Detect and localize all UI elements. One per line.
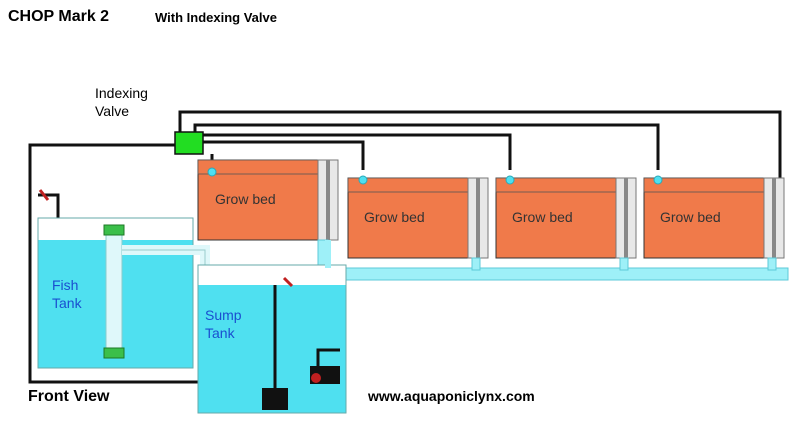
fish-tank-valve: [38, 189, 50, 201]
pipe-to-bed-4: [178, 110, 782, 178]
grow-bed-4: Grow bed: [643, 177, 785, 259]
nozzle-bed-4: [653, 175, 663, 185]
indexing-valve-label-line1: Indexing: [95, 85, 148, 101]
indexing-valve-label-line2: Valve: [95, 103, 129, 119]
pump-feed-pipe: [28, 143, 275, 384]
sump-tank: Sump Tank: [197, 264, 347, 414]
red-ball-valves: [38, 189, 294, 288]
indexing-valve-label: Indexing Valve: [95, 84, 148, 120]
pipe-to-bed-1b: [202, 140, 365, 170]
grow-bed-3: Grow bed: [495, 177, 637, 259]
sump-tank-label-line2: Tank: [205, 325, 236, 341]
page-title: CHOP Mark 2: [8, 8, 110, 25]
fish-tank: Fish Tank: [37, 217, 210, 369]
nozzle-bed-2: [358, 175, 368, 185]
grow-bed-2-label: Grow bed: [364, 209, 425, 225]
grow-bed-2: Grow bed: [347, 177, 489, 259]
sump-valve: [282, 276, 294, 288]
pipe-to-bed-2: [200, 133, 512, 170]
grow-bed-4-label: Grow bed: [660, 209, 721, 225]
page-subtitle: With Indexing Valve: [155, 10, 277, 25]
nozzle-bed-1: [207, 167, 217, 177]
sump-tank-label-line1: Sump: [205, 307, 242, 323]
website-label: www.aquaponiclynx.com: [368, 388, 535, 404]
nozzle-bed-3: [505, 175, 515, 185]
pipe-to-bed-3: [193, 123, 660, 170]
grow-bed-1: Grow bed: [197, 159, 339, 241]
front-view-label: Front View: [28, 388, 110, 405]
grow-bed-3-label: Grow bed: [512, 209, 573, 225]
spray-nozzles: [207, 167, 663, 185]
fish-tank-label-line1: Fish: [52, 277, 78, 293]
grow-bed-1-label: Grow bed: [215, 191, 276, 207]
fish-tank-label-line2: Tank: [52, 295, 83, 311]
pump: [262, 388, 288, 410]
return-pipe: [317, 239, 789, 281]
indexing-valve: [174, 131, 204, 155]
